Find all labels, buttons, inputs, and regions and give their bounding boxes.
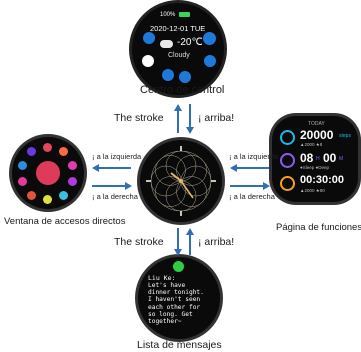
- control-date: 2020-12-01 TUE: [150, 24, 206, 33]
- arrow-left-to-clock: [230, 164, 269, 172]
- arrow-label-left-left: ¡ a la izquierda: [92, 152, 142, 161]
- shortcut-icon-4[interactable]: [68, 177, 77, 186]
- message-sender: Liu Ke:: [148, 274, 176, 282]
- arrow-up-to-clock: [186, 228, 194, 255]
- arrow-label-stroke-top: The stroke: [114, 112, 164, 124]
- shortcut-icon-1[interactable]: [43, 143, 52, 152]
- arrow-label-right-right: ¡ a la derecha: [229, 192, 275, 201]
- shortcut-icon-9[interactable]: [18, 161, 27, 170]
- sleep-minutes-unit: M: [339, 156, 344, 162]
- arrow-right-to-clock: [92, 182, 132, 190]
- sleep-hours-unit: H: [316, 156, 320, 162]
- weather-text: Cloudy: [168, 52, 190, 59]
- sleep-sub: ●Sleep ●Deep: [300, 165, 329, 170]
- steps-value: 20000: [300, 128, 334, 142]
- message-list-watch: Liu Ke: Let's have dinner tonight. I hav…: [138, 257, 220, 339]
- shortcut-icon-5[interactable]: [59, 191, 68, 200]
- control-center-watch: 100% 2020-12-01 TUE -20℃ Cloudy: [132, 3, 224, 95]
- clock-face: [146, 146, 216, 216]
- stopwatch-icon[interactable]: [204, 55, 216, 67]
- steps-unit: steps: [339, 133, 351, 139]
- arrow-right-to-functions: [230, 182, 270, 190]
- shortcut-icon-8[interactable]: [18, 177, 27, 186]
- shortcut-icon-6[interactable]: [43, 195, 52, 204]
- battery-text: 100%: [160, 12, 176, 19]
- shortcut-icon-7[interactable]: [27, 191, 36, 200]
- function-page-watch: TODAY 20000 steps ▲2000 ★8 08 H 00 M ●Sl…: [272, 116, 358, 202]
- message-list-caption: Lista de mensajes: [137, 339, 222, 351]
- shortcut-icon-3[interactable]: [68, 161, 77, 170]
- weather-cloud-icon: [160, 40, 173, 48]
- shortcut-window-caption: Ventana de accesos directos: [4, 216, 126, 227]
- minute-hand: [180, 180, 194, 199]
- arrow-left-to-shortcuts: [92, 164, 131, 172]
- arrow-label-stroke-bottom: The stroke: [114, 236, 164, 248]
- battery-indicator: 100%: [160, 12, 191, 19]
- music-icon[interactable]: [179, 71, 191, 83]
- function-page-caption: Página de funciones: [276, 222, 361, 233]
- arrow-label-left-right: ¡ a la derecha: [92, 192, 138, 201]
- phone-icon[interactable]: [162, 69, 174, 81]
- exercise-sub: ▲2000 ★90: [300, 188, 325, 193]
- arrow-label-up-bottom: ¡ arriba!: [198, 236, 235, 248]
- steps-sub: ▲2000 ★8: [300, 142, 323, 147]
- brightness-icon[interactable]: [143, 32, 155, 44]
- message-body: Let's have dinner tonight. I haven't see…: [148, 282, 204, 326]
- shortcut-window-watch: [12, 137, 84, 209]
- shortcut-icon-10[interactable]: [27, 147, 36, 156]
- heart-icon[interactable]: [36, 161, 60, 185]
- steps-icon: [280, 130, 295, 145]
- arrow-up-to-control-center: [174, 104, 182, 133]
- arrow-label-up-top: ¡ arriba!: [198, 112, 235, 124]
- sleep-hours: 08: [300, 151, 314, 165]
- control-center-caption: Centro de control: [140, 84, 225, 96]
- temperature-text: -20℃: [177, 37, 203, 48]
- function-header: TODAY: [308, 121, 325, 127]
- shortcut-icon-2[interactable]: [59, 147, 68, 156]
- soccer-icon[interactable]: [142, 55, 154, 67]
- hour-hand: [170, 172, 182, 182]
- exercise-icon: [280, 176, 295, 191]
- main-clock-watch: [140, 140, 222, 222]
- clock-ticks: [146, 146, 216, 216]
- settings-icon[interactable]: [203, 32, 216, 45]
- sleep-minutes: 00: [323, 151, 337, 165]
- exercise-value: 00:30:00: [300, 174, 345, 186]
- sleep-icon: [280, 153, 295, 168]
- message-app-icon: [173, 261, 184, 272]
- arrow-down-to-clock-from-messages: [174, 228, 182, 256]
- arrow-down-to-clock: [186, 104, 194, 134]
- arrow-label-right-left: ¡ a la izquierda: [229, 152, 279, 161]
- battery-icon: [179, 12, 191, 17]
- clock-center: [179, 179, 183, 183]
